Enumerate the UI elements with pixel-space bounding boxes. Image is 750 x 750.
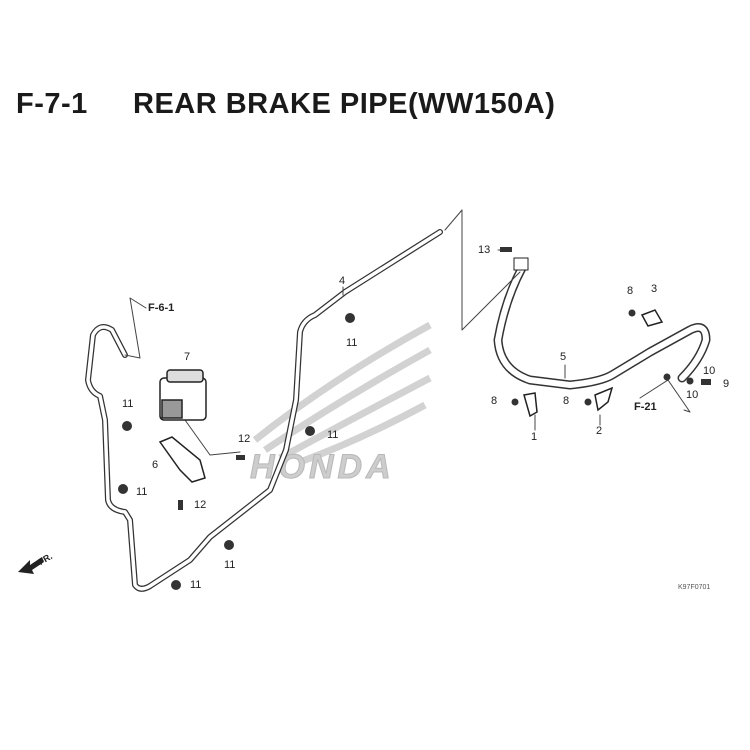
ref-f-21[interactable]: F-21 (634, 401, 657, 413)
front-arrow-icon (18, 557, 44, 574)
washer-10 (686, 377, 694, 385)
callout-8: 8 (627, 285, 634, 297)
bracket-6 (158, 436, 206, 483)
washer-10 (663, 373, 671, 381)
bolt-8 (584, 398, 592, 406)
bolt-8 (511, 398, 519, 406)
callout-6: 6 (152, 459, 159, 471)
callout-12: 12 (238, 433, 251, 445)
clamp-2 (594, 386, 614, 412)
nut-11 (122, 421, 132, 431)
bolt-8 (628, 309, 636, 317)
callout-12: 12 (194, 499, 207, 511)
bolt-12 (178, 500, 183, 510)
nut-11 (171, 580, 181, 590)
nut-11 (305, 426, 315, 436)
nut-11 (345, 313, 355, 323)
callout-7: 7 (184, 351, 191, 363)
clamp-3 (640, 309, 664, 327)
nut-11 (118, 484, 128, 494)
callout-11: 11 (136, 486, 148, 498)
callout-8: 8 (491, 395, 498, 407)
brake-hose-5 (493, 263, 711, 390)
abs-modulator-7 (159, 369, 207, 421)
section-number: F-7-1 (16, 88, 88, 120)
callout-1: 1 (531, 431, 538, 443)
union-fitting (513, 257, 529, 271)
callout-11: 11 (190, 579, 202, 591)
callout-13: 13 (478, 244, 491, 256)
callout-11: 11 (224, 559, 236, 571)
callout-4: 4 (339, 275, 346, 287)
bolt-12 (236, 455, 245, 460)
callout-8: 8 (563, 395, 570, 407)
callout-9: 9 (723, 378, 730, 390)
ref-f-6-1[interactable]: F-6-1 (148, 302, 175, 314)
callout-3: 3 (651, 283, 658, 295)
nut-11 (224, 540, 234, 550)
diagram-code: K97F0701 (678, 584, 711, 591)
page-title: REAR BRAKE PIPE(WW150A) (133, 88, 556, 120)
clamp-1 (523, 392, 538, 418)
bolt-9 (701, 379, 711, 385)
callout-10: 10 (686, 389, 699, 401)
callout-11: 11 (122, 398, 134, 410)
callout-10: 10 (703, 365, 716, 377)
callout-2: 2 (596, 425, 603, 437)
callout-11: 11 (346, 337, 358, 349)
brake-pipe-4 (85, 229, 443, 592)
callout-5: 5 (560, 351, 567, 363)
bolt-13 (500, 247, 512, 252)
callout-11: 11 (327, 429, 339, 441)
